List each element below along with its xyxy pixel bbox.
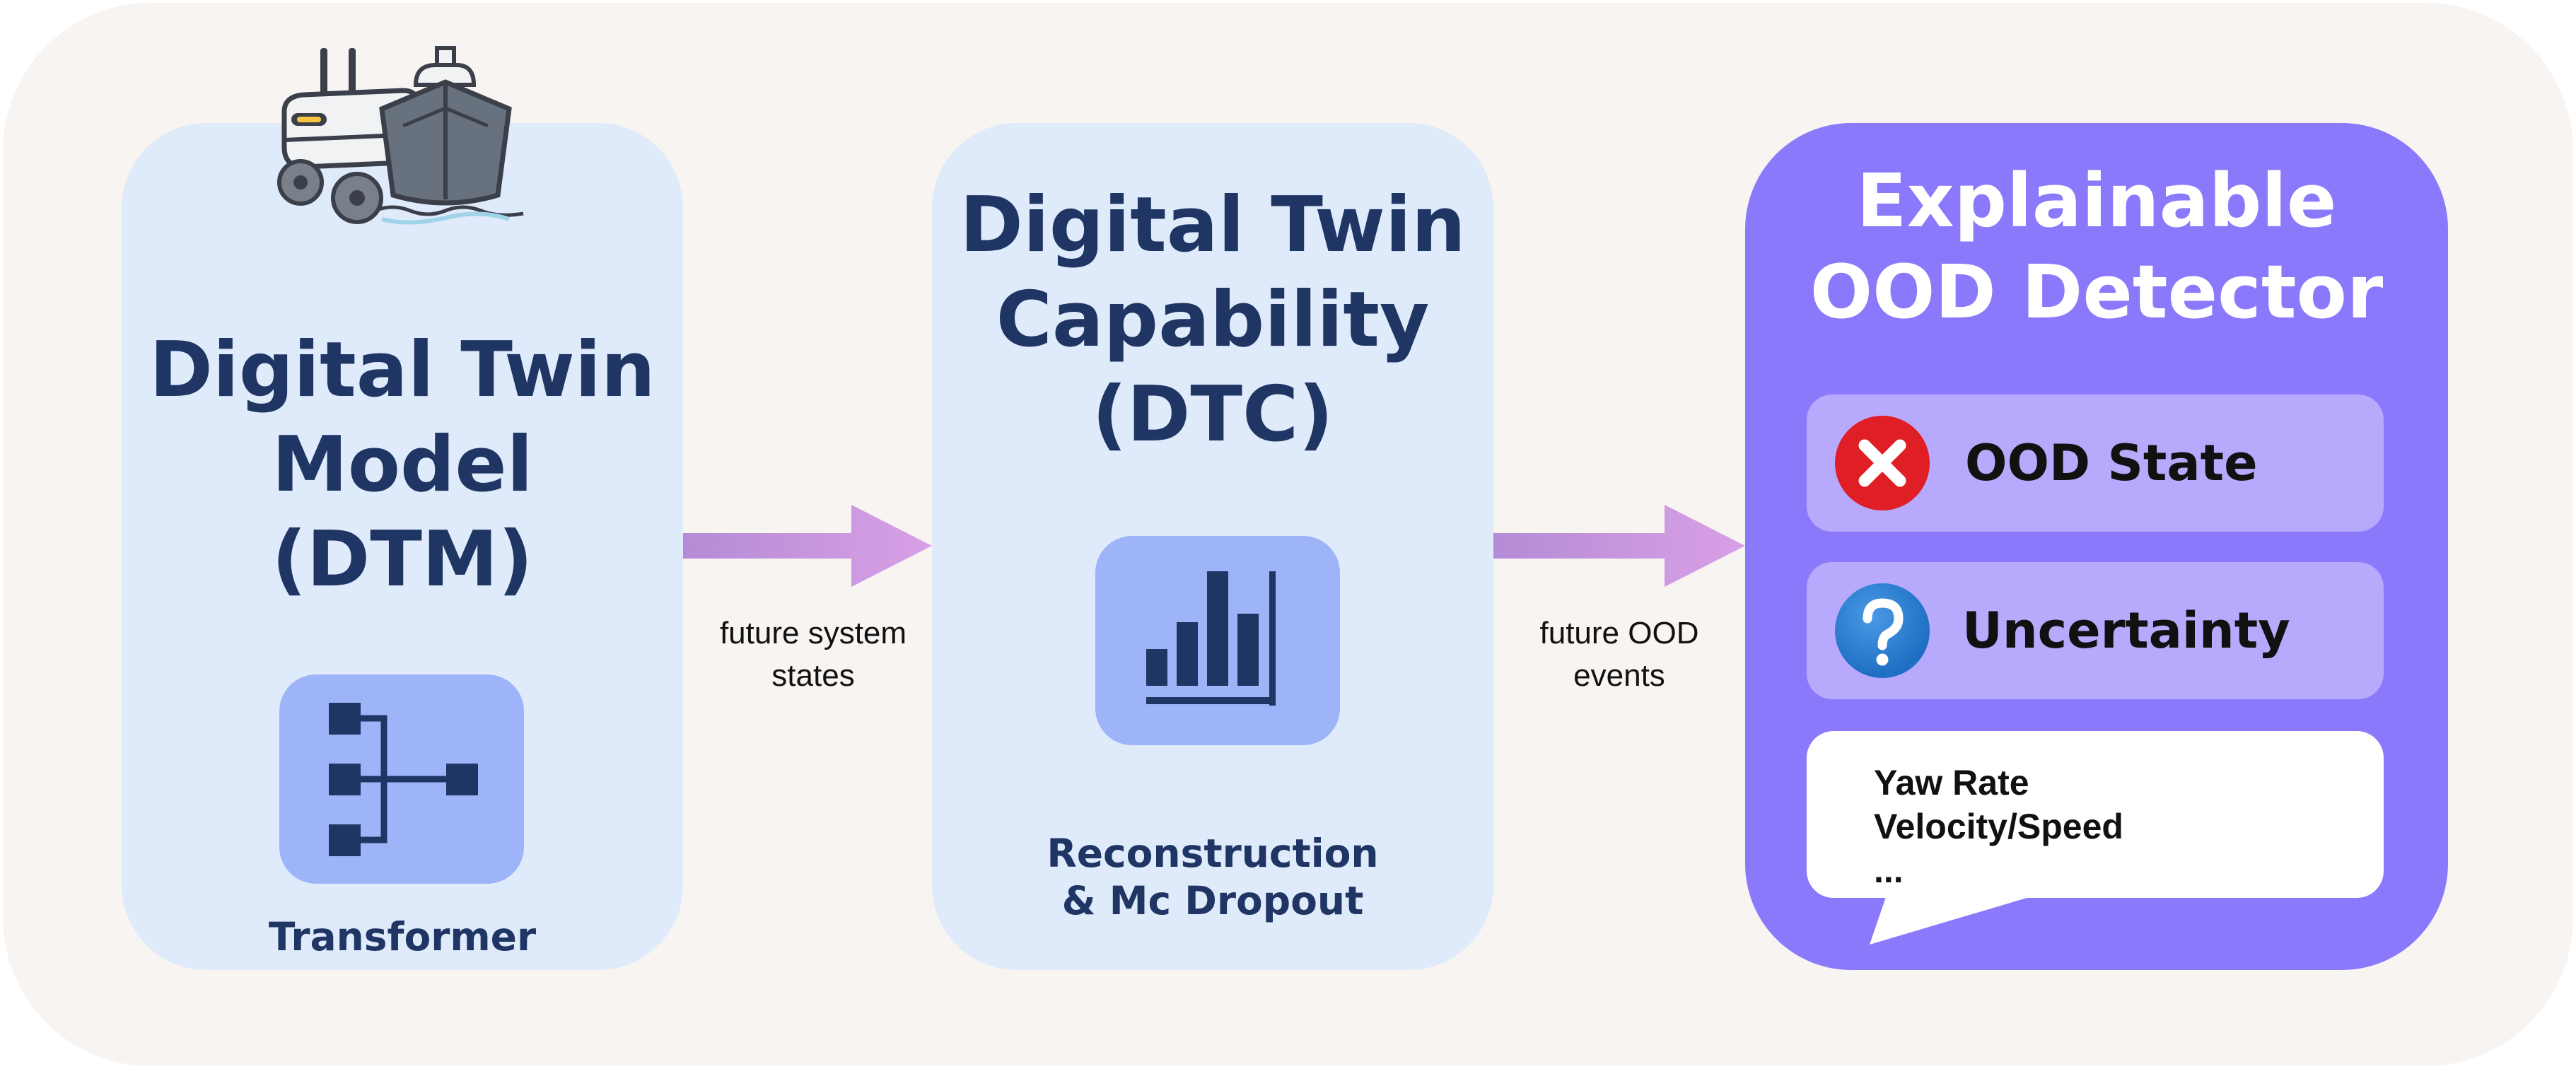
bar-chart-icon: [1095, 536, 1340, 745]
explanation-text: Yaw Rate Velocity/Speed ...: [1874, 761, 2123, 892]
dtc-caption-line-2: & Mc Dropout: [1061, 878, 1364, 924]
arrow-dtm-to-dtc: [683, 505, 932, 587]
arrow-1-label: future system states: [665, 612, 962, 698]
dtm-title-line-3: (DTM): [272, 515, 533, 604]
detector-title: Explainable OOD Detector: [1745, 156, 2448, 338]
question-icon: [1835, 583, 1930, 678]
dtm-title: Digital Twin Model (DTM): [122, 323, 683, 607]
explanation-bubble: Yaw Rate Velocity/Speed ...: [1807, 731, 2384, 898]
dtm-title-line-2: Model: [272, 420, 533, 509]
detector-title-line-1: Explainable: [1856, 158, 2337, 244]
ood-state-label: OOD State: [1965, 434, 2258, 492]
dtc-title: Digital Twin Capability (DTC): [932, 178, 1493, 462]
dtc-title-line-3: (DTC): [1092, 370, 1334, 459]
transformer-network-icon: [279, 674, 524, 884]
dtc-title-line-2: Capability: [996, 275, 1430, 364]
explanation-line-2: Velocity/Speed: [1874, 807, 2123, 846]
explanation-line-3: ...: [1874, 851, 1904, 890]
dtm-card: Digital Twin Model (DTM) Transformer: [122, 123, 683, 970]
arrow-2-label: future OOD events: [1471, 612, 1768, 698]
detector-title-line-2: OOD Detector: [1809, 248, 2384, 335]
uncertainty-label: Uncertainty: [1962, 602, 2290, 660]
dtc-caption: Reconstruction & Mc Dropout: [932, 830, 1493, 925]
dtc-caption-line-1: Reconstruction: [1047, 831, 1379, 876]
dtm-title-line-1: Digital Twin: [149, 326, 655, 414]
uncertainty-item: Uncertainty: [1807, 562, 2384, 699]
arrow-2-label-line-1: future OOD: [1539, 616, 1699, 650]
arrow-2-label-line-2: events: [1573, 658, 1665, 694]
robot-and-ship-icon: [269, 41, 534, 232]
arrow-1-label-line-2: states: [771, 658, 855, 694]
dtm-caption: Transformer: [268, 914, 537, 959]
arrow-1-label-line-1: future system: [719, 616, 907, 650]
explanation-bubble-tail: [1860, 891, 2058, 947]
ood-state-item: OOD State: [1807, 395, 2384, 532]
dtc-title-line-1: Digital Twin: [960, 181, 1466, 269]
explanation-line-1: Yaw Rate: [1874, 763, 2029, 802]
dtc-card: Digital Twin Capability (DTC) Reconstruc…: [932, 123, 1493, 970]
error-x-icon: [1835, 416, 1930, 510]
arrow-dtc-to-detector: [1493, 505, 1745, 587]
